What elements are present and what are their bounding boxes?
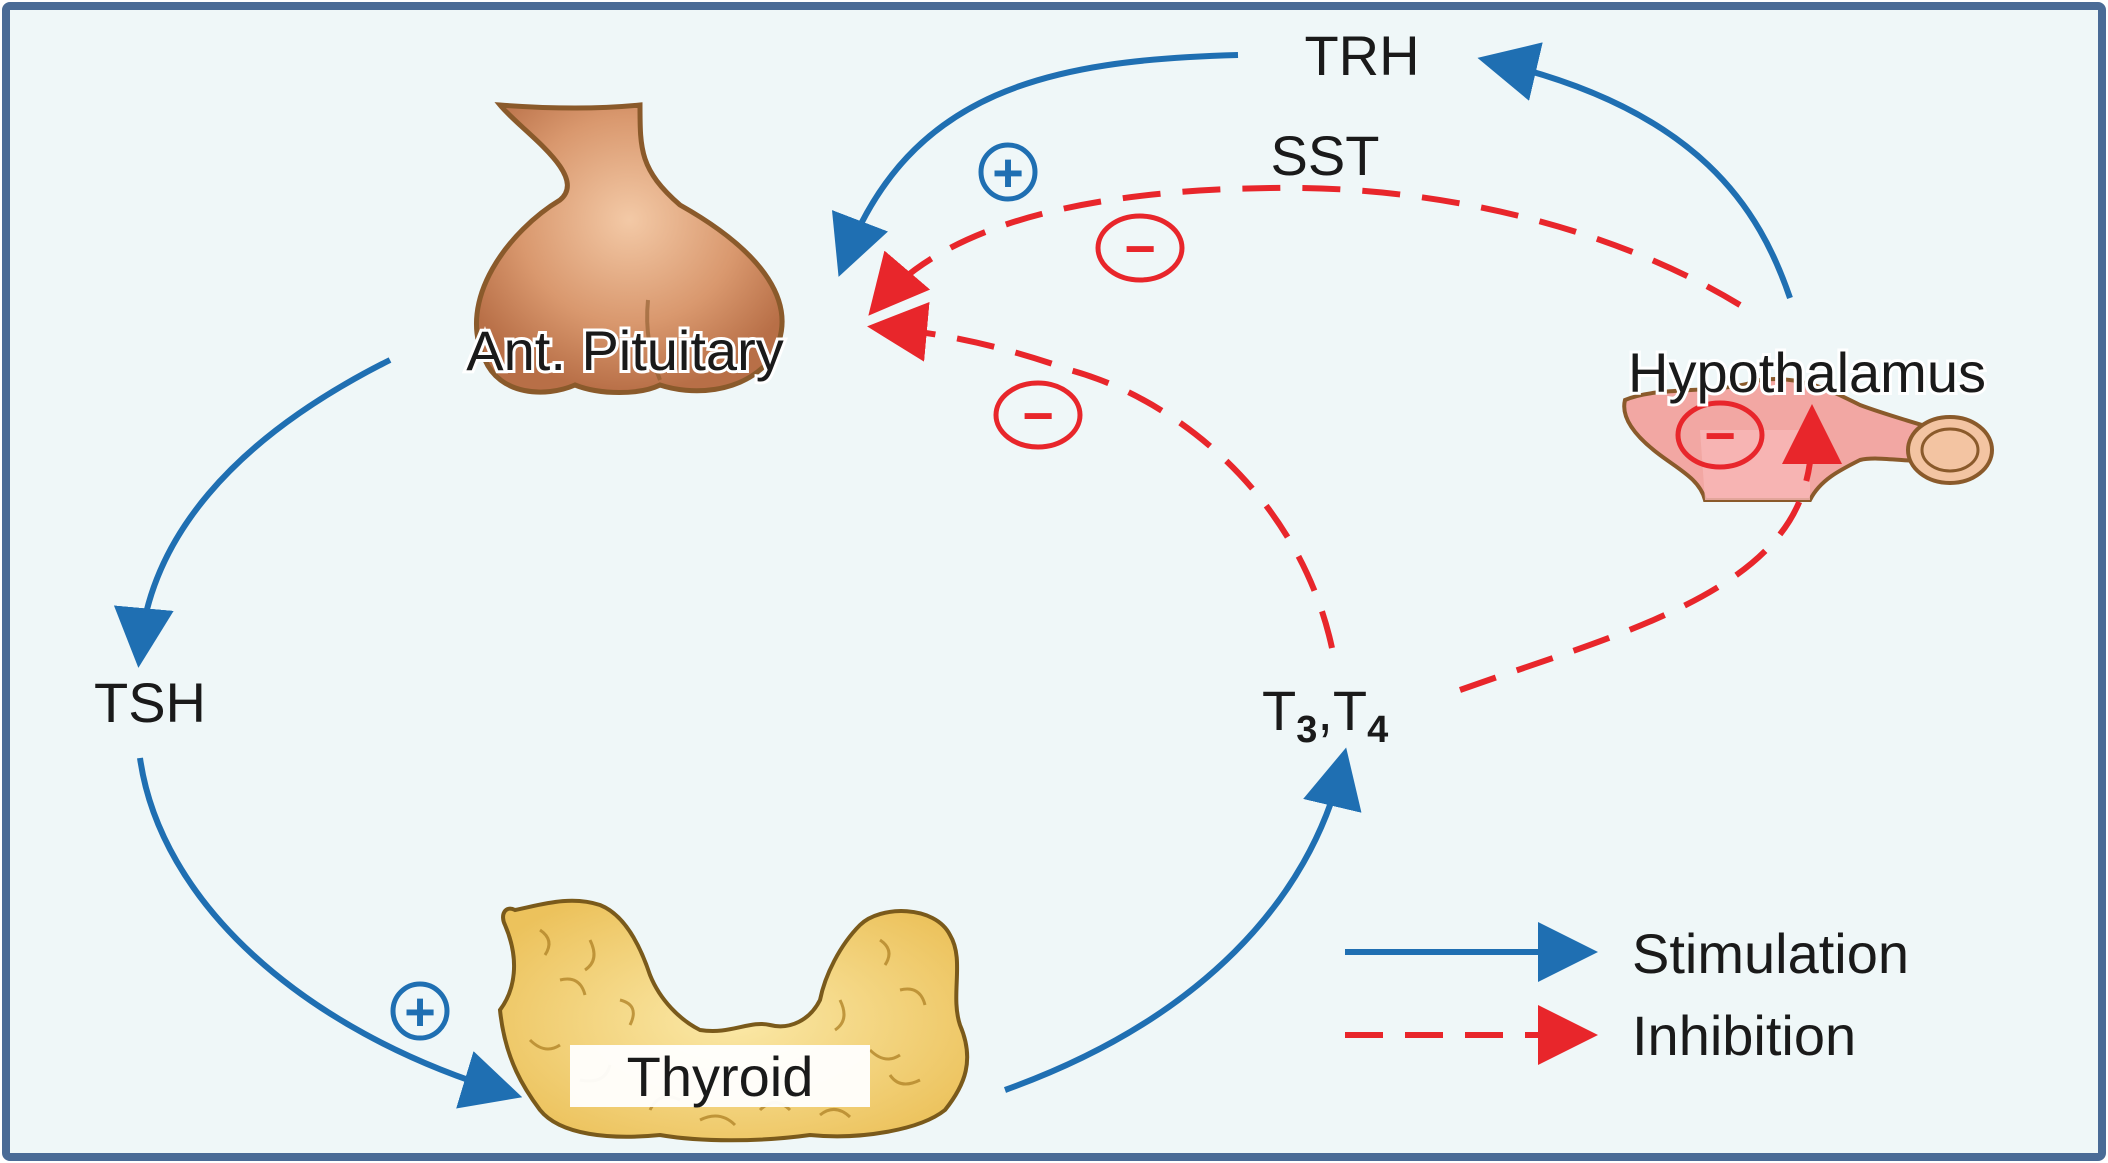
svg-text:−: − [1124,219,1156,279]
svg-text:+: + [992,143,1024,203]
svg-text:+: + [404,982,436,1042]
label-hypothalamus: Hypothalamus [1628,341,1986,404]
label-trh: TRH [1304,24,1419,87]
plus-sign-trh: + [981,143,1035,203]
legend-stimulation-label: Stimulation [1632,922,1909,985]
plus-sign-tsh: + [393,982,447,1042]
label-thyroid: Thyroid [627,1045,814,1108]
minus-sign-sst: − [1098,216,1182,280]
label-ant-pituitary: Ant. Pituitary [466,319,783,382]
svg-text:−: − [1704,406,1736,466]
svg-text:−: − [1022,386,1054,446]
label-sst: SST [1271,124,1380,187]
label-tsh: TSH [94,671,206,734]
minus-sign-t3t4-pituitary: − [996,383,1080,447]
legend-inhibition-label: Inhibition [1632,1004,1856,1067]
